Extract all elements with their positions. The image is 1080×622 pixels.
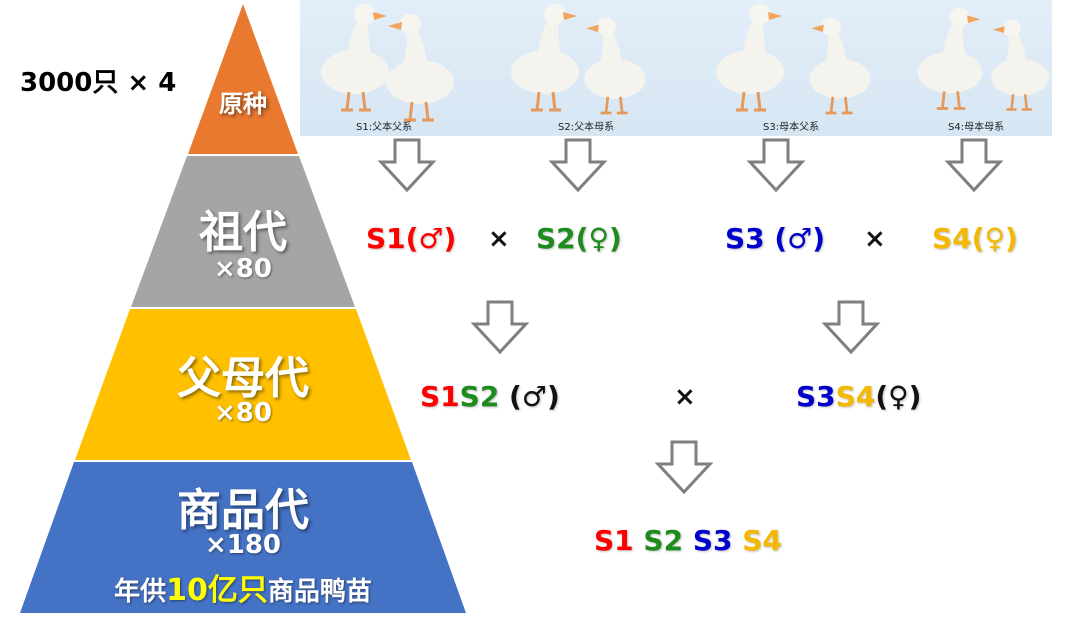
supply-suffix: 商品鸭苗 — [267, 577, 372, 607]
arrow-down-s3s4 — [823, 300, 879, 354]
caption-s2: S2:父本母系 — [558, 122, 615, 133]
s3s4-part-s3: S3 — [796, 380, 836, 413]
label-s1-male: S1(♂) — [366, 222, 457, 255]
label-s3s4-female: S3S4(♀) — [796, 380, 921, 413]
arrow-down-commercial — [656, 440, 712, 494]
commercial-s1: S1 — [594, 524, 634, 557]
tier-commercial-multiplier: ×180 — [204, 530, 282, 560]
commercial-s4: S4 — [742, 524, 782, 557]
cross-symbol-1: × — [488, 224, 510, 254]
pyramid-tier-grandparent — [131, 156, 355, 307]
tier-parent-title: 父母代 — [177, 353, 309, 404]
top-note: 3000只 × 4 — [20, 68, 177, 98]
arrow-down-s3 — [748, 138, 804, 192]
pyramid-tier-parent — [75, 309, 411, 460]
caption-s1: S1:父本父系 — [356, 122, 413, 133]
s1s2-part-s1: S1 — [420, 380, 460, 413]
commercial-annual-supply: 年供10亿只商品鸭苗 — [70, 565, 416, 609]
s1s2-part-sex: (♂) — [499, 380, 560, 413]
arrow-down-s2 — [550, 138, 606, 192]
label-s3-male: S3 (♂) — [725, 222, 826, 255]
s1s2-part-s2: S2 — [459, 380, 500, 413]
tier-grandparent-title: 祖代 — [199, 207, 287, 258]
label-commercial-cross: S1 S2 S3 S4 — [594, 524, 782, 557]
s3s4-part-s4: S4 — [835, 380, 876, 413]
arrow-down-s1s2 — [472, 300, 528, 354]
commercial-s3: S3 — [692, 524, 733, 557]
pyramid — [20, 4, 466, 613]
label-s2-female: S2(♀) — [536, 222, 622, 255]
pyramid-tier-commercial — [20, 462, 466, 613]
arrow-down-s1 — [379, 138, 435, 192]
tier-original-title: 原种 — [219, 90, 267, 118]
cross-symbol-3: × — [674, 382, 696, 412]
supply-highlight: 10亿只 — [166, 573, 268, 608]
arrow-down-s4 — [946, 138, 1002, 192]
caption-s3: S3:母本父系 — [763, 122, 820, 133]
supply-prefix: 年供 — [114, 577, 167, 607]
duck-photo-strip: S1:父本父系 S2:父本母系 S3:母本父系 S4:母本母系 — [300, 0, 1052, 136]
cross-symbol-2: × — [864, 224, 886, 254]
commercial-s2: S2 — [643, 524, 684, 557]
tier-commercial-title: 商品代 — [177, 485, 309, 536]
label-s4-female: S4(♀) — [932, 222, 1018, 255]
s3s4-part-sex: (♀) — [875, 380, 922, 413]
caption-s4: S4:母本母系 — [948, 122, 1005, 133]
label-s1s2-male: S1S2 (♂) — [420, 380, 560, 413]
pyramid-tier-original — [188, 4, 298, 154]
tier-parent-multiplier: ×80 — [214, 398, 272, 428]
tier-grandparent-multiplier: ×80 — [214, 254, 272, 284]
